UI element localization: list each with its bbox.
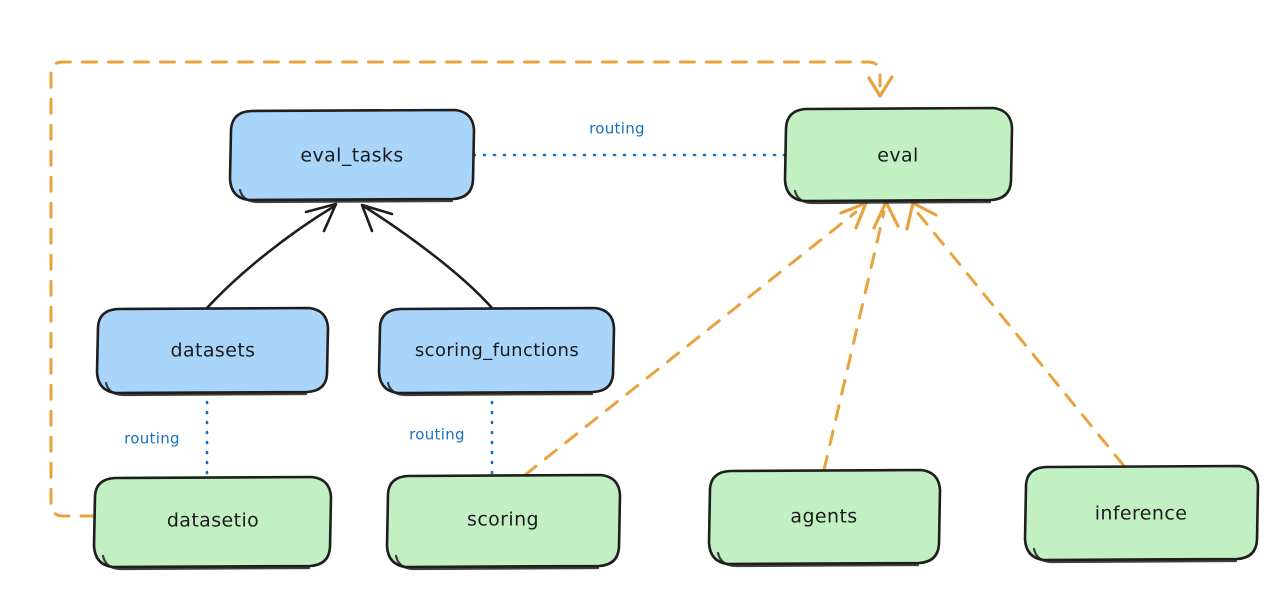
node-label-scoring: scoring [467,509,539,531]
node-label-datasets: datasets [171,340,256,362]
node-eval[interactable]: eval [783,106,1014,205]
edge-label-routing-datasetio: routing [124,430,180,448]
node-scoring-functions[interactable]: scoring_functions [377,306,616,397]
node-datasets[interactable]: datasets [95,306,330,397]
node-label-eval-tasks: eval_tasks [300,145,403,167]
edge-label-layer: routing routing routing [124,120,645,448]
edge-scoring_functions-eval_tasks [360,203,494,310]
edge-agents-eval [822,200,900,472]
node-label-scoring-functions: scoring_functions [415,340,579,361]
node-agents[interactable]: agents [707,468,942,568]
node-label-eval: eval [877,145,918,167]
edge-label-routing-scoring: routing [409,426,465,444]
edge-datasets-eval_tasks [205,202,338,310]
edge-layer [49,60,1126,518]
node-label-agents: agents [790,506,857,528]
edge-inference-eval [905,201,1126,468]
node-layer: eval_tasks eval datasets scoring_functio… [92,106,1260,571]
edge-label-routing-eval: routing [589,120,645,138]
node-scoring[interactable]: scoring [385,473,622,571]
node-label-datasetio: datasetio [167,510,259,532]
node-datasetio[interactable]: datasetio [92,475,333,571]
node-label-inference: inference [1095,503,1188,525]
edge-datasetio-eval [49,60,894,518]
node-eval-tasks[interactable]: eval_tasks [228,108,476,204]
node-inference[interactable]: inference [1023,464,1260,564]
